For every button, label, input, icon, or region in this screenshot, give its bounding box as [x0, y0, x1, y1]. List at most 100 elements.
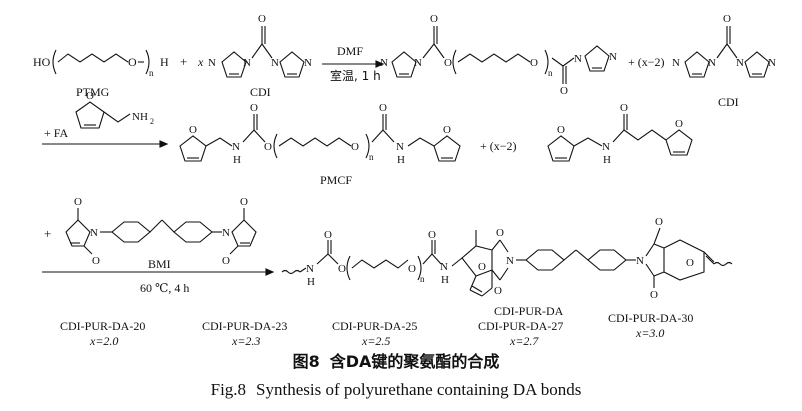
cdi-excess-structure: N N O N N CDI [672, 13, 776, 109]
pmcf-h-right: H [397, 154, 405, 166]
step2-reagent: + FA [44, 126, 69, 140]
step3-conditions: 60 ℃, 4 h [140, 281, 189, 295]
caption-chinese: 图8 含DA键的聚氨酯的合成 [0, 348, 802, 372]
ptmg-o: O [128, 55, 137, 69]
sample-3-name: CDI-PUR-DA-25 [332, 319, 417, 333]
furan-amide-structure: O N H O O [547, 102, 693, 166]
fp-n-1: N [306, 263, 314, 275]
ptmg-ho: HO [33, 55, 51, 69]
cdi-o: O [258, 13, 266, 25]
bmi-o-2: O [92, 255, 100, 267]
bmi-n-1: N [90, 227, 98, 239]
bmi-n-2: N [222, 227, 230, 239]
pmcf-o-right: O [351, 141, 359, 153]
p1-n-4: N [609, 51, 617, 63]
sample-4-name2: CDI-PUR-DA-27 [478, 319, 563, 333]
fp-o-2: O [338, 263, 346, 275]
sample-1-x: x=2.0 [89, 334, 118, 348]
amide-h: H [603, 154, 611, 166]
fp-imide-o-1: O [496, 227, 504, 239]
fp-bridge-o-right: O [686, 257, 694, 269]
caption-title-cn: 含DA键的聚氨酯的合成 [329, 352, 500, 371]
final-polymer-structure: N H O O O n O N H O O O N [281, 216, 733, 301]
pmcf-label: PMCF [320, 173, 352, 187]
pmcf-n-sub: n [369, 152, 374, 162]
sample-labels: CDI-PUR-DA-20 x=2.0 CDI-PUR-DA-23 x=2.3 … [60, 304, 693, 348]
cdi-n-left: N [208, 57, 216, 69]
ptmg-label: PTMG [76, 85, 110, 99]
p1-o-ester: O [444, 57, 452, 69]
fp-imide-n-1: N [506, 255, 514, 267]
cdi-n-center-left: N [243, 57, 251, 69]
product2-excess: + (x−2) [480, 139, 517, 153]
sample-2-name: CDI-PUR-DA-23 [202, 319, 287, 333]
caption-title-en: Synthesis of polyurethane containing DA … [256, 380, 582, 399]
step1-reagent-top: DMF [337, 44, 363, 58]
cdi2-o: O [723, 13, 731, 25]
pmcf-n-right: N [396, 141, 404, 153]
pmcf-o-ester: O [264, 141, 272, 153]
p1-n-left: N [380, 57, 388, 69]
pmcf-o-top: O [250, 102, 258, 114]
ptmg-n-sub: n [149, 68, 154, 78]
fp-o-4: O [428, 229, 436, 241]
cdi2-n-1: N [672, 57, 680, 69]
fa-nh2: NH [132, 111, 148, 123]
bmi-o-1: O [74, 196, 82, 208]
ptmg-structure: HO O n H PTMG [33, 49, 169, 99]
sample-5-x: x=3.0 [635, 326, 664, 340]
bmi-o-3: O [240, 196, 248, 208]
sample-4-name: CDI-PUR-DA [494, 304, 564, 318]
cdi-label: CDI [250, 85, 271, 99]
bmi-structure: O O N N O O BMI [65, 196, 257, 271]
cdi2-n-2: N [708, 57, 716, 69]
reaction-arrow-3: 60 ℃, 4 h [42, 268, 275, 295]
fp-h-1: H [307, 276, 315, 288]
p1-n-sub: n [548, 68, 553, 78]
caption-fig-cn: 图8 [292, 352, 320, 371]
plus-sign-bmi: + [44, 226, 51, 241]
cdi2-n-4: N [768, 57, 776, 69]
ptmg-h: H [160, 55, 169, 69]
p1-o-bottom: O [560, 85, 568, 97]
p1-o-right: O [530, 57, 538, 69]
caption-english: Fig.8 Synthesis of polyurethane containin… [0, 380, 802, 400]
bmi-label: BMI [148, 257, 171, 271]
pmcf-n-left: N [232, 141, 240, 153]
fp-imide-o-3: O [655, 216, 663, 228]
fp-imide-o-4: O [650, 289, 658, 301]
amide-furan-o-left: O [557, 124, 565, 136]
amide-n: N [602, 141, 610, 153]
fp-o-3: O [408, 263, 416, 275]
fp-imide-n-2: N [636, 255, 644, 267]
cdi-n-center-right: N [271, 57, 279, 69]
cdi-structure: N N O N N CDI [208, 13, 312, 99]
reaction-arrow-1: DMF 室温, 1 h [322, 44, 385, 83]
fa-nh2-sub: 2 [150, 117, 154, 126]
sample-2-x: x=2.3 [231, 334, 260, 348]
pmcf-furan-o-left: O [189, 124, 197, 136]
caption-fig-en: Fig.8 [210, 380, 247, 399]
plus-sign-1: + [180, 54, 187, 69]
fp-n-2: N [440, 261, 448, 273]
pmcf-structure: O N H O O O n O N H O PMCF [179, 102, 461, 187]
p1-n-2: N [414, 57, 422, 69]
fp-n-sub: n [420, 274, 425, 284]
furfurylamine-structure: O NH 2 [75, 90, 154, 129]
sample-5-name: CDI-PUR-DA-30 [608, 311, 693, 325]
sample-1-name: CDI-PUR-DA-20 [60, 319, 145, 333]
bmi-o-4: O [222, 255, 230, 267]
pmcf-h-left: H [233, 154, 241, 166]
fp-o-1: O [324, 229, 332, 241]
sample-3-x: x=2.5 [361, 334, 390, 348]
p1-n-3: N [574, 53, 582, 65]
reaction-arrow-2 [42, 140, 169, 148]
product1-excess: + (x−2) [628, 55, 665, 69]
p1-o-top: O [430, 13, 438, 25]
pmcf-furan-o-right: O [443, 124, 451, 136]
step1-reagent-bottom: 室温, 1 h [330, 68, 381, 83]
x-coefficient: x [197, 55, 204, 69]
fp-h-2: H [441, 274, 449, 286]
